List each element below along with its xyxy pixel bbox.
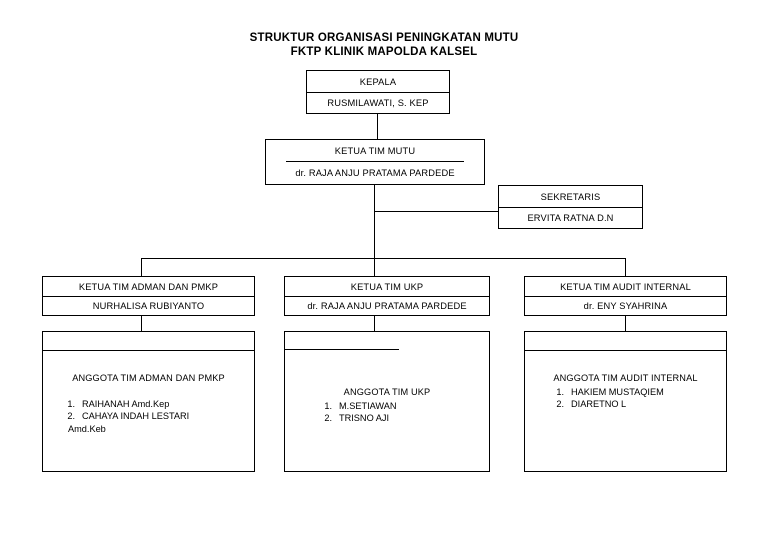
member-name-continuation: Amd.Keb: [68, 423, 106, 434]
node-ketua-ukp-role: KETUA TIM UKP: [350, 281, 424, 292]
node-ketua-adman-role: KETUA TIM ADMAN DAN PMKP: [78, 281, 219, 292]
chart-title: STRUKTUR ORGANISASI PENINGKATAN MUTU FKT…: [0, 31, 768, 59]
connector-ketua-mutu-stem: [374, 185, 376, 259]
chart-title-line-1: STRUKTUR ORGANISASI PENINGKATAN MUTU: [249, 32, 519, 44]
node-ketua-tim-mutu[interactable]: KETUA TIM MUTU dr. RAJA ANJU PRATAMA PAR…: [265, 139, 485, 185]
member-name: HAKIEM MUSTAQIEM: [571, 386, 664, 397]
chart-title-line-2: FKTP KLINIK MAPOLDA KALSEL: [290, 46, 478, 58]
node-ketua-ukp-name: dr. RAJA ANJU PRATAMA PARDEDE: [285, 296, 489, 315]
member-name: RAIHANAH Amd.Kep: [82, 398, 170, 409]
node-sekretaris-name: ERVITA RATNA D.N: [499, 207, 642, 228]
member-box-ukp-header: [285, 332, 489, 350]
node-ketua-tim-mutu-name: dr. RAJA ANJU PRATAMA PARDEDE: [266, 161, 484, 183]
connector-bus-drop-ukp: [374, 258, 376, 276]
member-index: 1.: [324, 400, 332, 411]
member-list-adman: 1. RAIHANAH Amd.Kep 2. CAHAYA INDAH LEST…: [43, 398, 254, 423]
member-box-audit-header: [525, 332, 726, 350]
list-item: 2. TRISNO AJI: [314, 412, 489, 425]
connector-kepala-to-ketua-mutu: [377, 114, 379, 139]
member-index: 1.: [556, 386, 564, 397]
member-name: DIARETNO L: [571, 399, 627, 410]
list-item: 2. DIARETNO L: [546, 398, 726, 411]
member-box-adman[interactable]: ANGGOTA TIM ADMAN DAN PMKP 1. RAIHANAH A…: [42, 331, 255, 472]
node-sekretaris-role: SEKRETARIS: [540, 191, 601, 202]
member-name: TRISNO AJI: [339, 413, 390, 424]
member-box-audit-body: ANGGOTA TIM AUDIT INTERNAL 1. HAKIEM MUS…: [525, 372, 726, 411]
member-index: 2.: [556, 399, 564, 410]
connector-audit-to-members: [625, 316, 627, 331]
connector-adman-to-members: [141, 316, 143, 331]
connector-ketua-mutu-to-sekretaris: [374, 211, 499, 213]
member-list-ukp: 1. M.SETIAWAN 2. TRISNO AJI: [285, 400, 489, 425]
node-kepala[interactable]: KEPALA RUSMILAWATI, S. KEP: [306, 70, 450, 114]
list-item: 1. M.SETIAWAN: [314, 400, 489, 413]
member-box-ukp-body: ANGGOTA TIM UKP 1. M.SETIAWAN 2. TRISNO …: [285, 386, 489, 425]
connector-ukp-to-members: [374, 316, 376, 331]
member-box-adman-title: ANGGOTA TIM ADMAN DAN PMKP: [72, 373, 225, 383]
member-index: 2.: [67, 411, 75, 422]
member-box-adman-body: ANGGOTA TIM ADMAN DAN PMKP 1. RAIHANAH A…: [43, 372, 254, 435]
member-name: M.SETIAWAN: [339, 400, 397, 411]
connector-bus-drop-audit: [625, 258, 627, 276]
member-name: CAHAYA INDAH LESTARI: [82, 411, 190, 422]
member-box-ukp-title: ANGGOTA TIM UKP: [343, 387, 431, 397]
node-kepala-role: KEPALA: [359, 76, 397, 87]
member-box-audit-divider: [525, 350, 726, 351]
list-item: 1. RAIHANAH Amd.Kep: [57, 398, 254, 411]
list-item: 1. HAKIEM MUSTAQIEM: [546, 386, 726, 399]
member-box-audit-title: ANGGOTA TIM AUDIT INTERNAL: [553, 373, 698, 383]
node-ketua-adman[interactable]: KETUA TIM ADMAN DAN PMKP NURHALISA RUBIY…: [42, 276, 255, 316]
node-sekretaris[interactable]: SEKRETARIS ERVITA RATNA D.N: [498, 185, 643, 229]
member-index: 1.: [67, 398, 75, 409]
member-box-adman-divider: [43, 350, 254, 351]
node-ketua-ukp[interactable]: KETUA TIM UKP dr. RAJA ANJU PRATAMA PARD…: [284, 276, 490, 316]
node-ketua-tim-mutu-role: KETUA TIM MUTU: [334, 146, 416, 156]
member-box-adman-header: [43, 332, 254, 350]
node-ketua-audit-role: KETUA TIM AUDIT INTERNAL: [560, 281, 691, 292]
connector-bus-drop-adman: [141, 258, 143, 276]
list-item: 2. CAHAYA INDAH LESTARI: [57, 410, 254, 423]
node-ketua-audit-name: dr. ENY SYAHRINA: [525, 296, 726, 315]
node-kepala-name: RUSMILAWATI, S. KEP: [307, 92, 449, 113]
member-box-audit[interactable]: ANGGOTA TIM AUDIT INTERNAL 1. HAKIEM MUS…: [524, 331, 727, 472]
member-box-ukp[interactable]: ANGGOTA TIM UKP 1. M.SETIAWAN 2. TRISNO …: [284, 331, 490, 472]
connector-bus-horizontal: [141, 258, 626, 260]
node-ketua-audit[interactable]: KETUA TIM AUDIT INTERNAL dr. ENY SYAHRIN…: [524, 276, 727, 316]
member-index: 2.: [324, 413, 332, 424]
node-ketua-adman-name: NURHALISA RUBIYANTO: [43, 296, 254, 315]
member-list-audit: 1. HAKIEM MUSTAQIEM 2. DIARETNO L: [525, 386, 726, 411]
